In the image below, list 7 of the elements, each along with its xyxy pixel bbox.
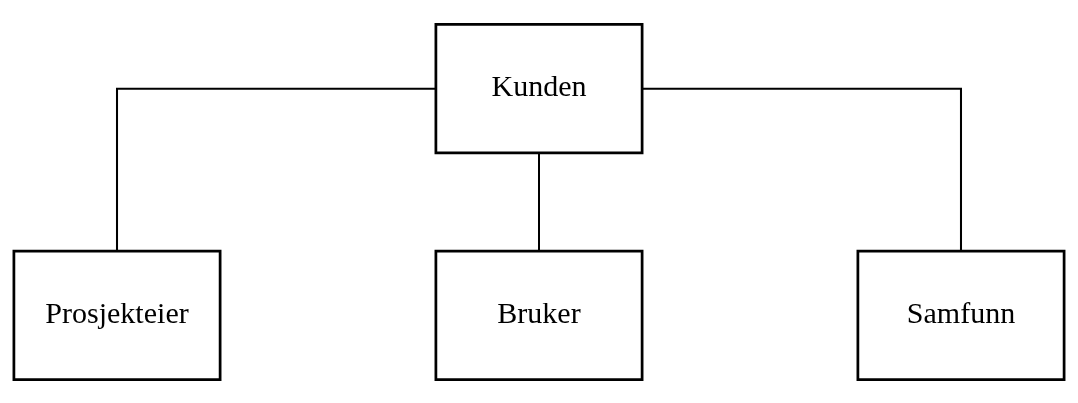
connector (537, 152, 541, 251)
connector (642, 87, 962, 251)
node-box: Kunden (434, 22, 644, 154)
node-box: Bruker (434, 249, 644, 381)
node-box: Samfunn (856, 249, 1066, 381)
connector (116, 87, 436, 251)
node-box: Prosjekteier (12, 249, 222, 381)
